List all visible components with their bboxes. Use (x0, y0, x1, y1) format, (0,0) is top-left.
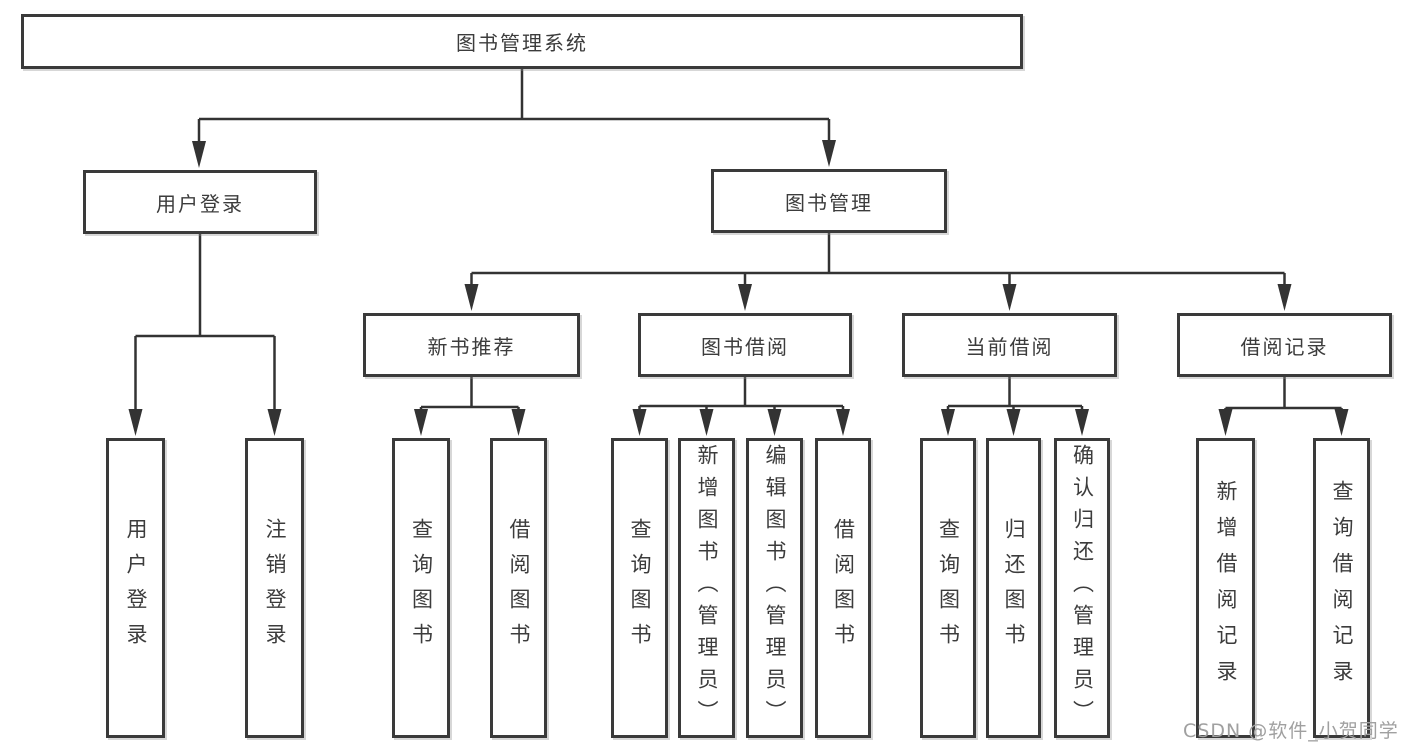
node-new-book-recommend: 新书推荐 (363, 313, 580, 377)
leaf-logout-label: 注销登录 (263, 518, 287, 658)
node-user-login-group-label: 用户登录 (156, 191, 244, 216)
leaf-current-return-book-label: 归还图书 (1002, 518, 1026, 658)
leaf-borrow-borrow-book: 借阅图书 (815, 438, 871, 738)
leaf-current-confirm-return-admin-label: 确认归还（管理员） (1070, 444, 1095, 732)
node-book-management-label: 图书管理 (785, 190, 873, 215)
node-book-management: 图书管理 (711, 169, 947, 233)
node-root-label: 图书管理系统 (456, 31, 588, 55)
node-user-login-group: 用户登录 (83, 170, 317, 234)
leaf-user-login-label: 用户登录 (124, 518, 148, 658)
leaf-records-query-record: 查询借阅记录 (1313, 438, 1370, 738)
leaf-records-query-record-label: 查询借阅记录 (1330, 480, 1354, 696)
leaf-logout: 注销登录 (245, 438, 304, 738)
leaf-current-query-book-label: 查询图书 (936, 518, 961, 658)
node-current-borrow-label: 当前借阅 (965, 334, 1054, 359)
leaf-borrow-add-book-admin: 新增图书（管理员） (678, 438, 735, 738)
leaf-current-confirm-return-admin: 确认归还（管理员） (1054, 438, 1110, 738)
leaf-records-add-record: 新增借阅记录 (1196, 438, 1255, 738)
node-root-library-management-system: 图书管理系统 (21, 14, 1023, 69)
leaf-borrow-edit-book-admin-label: 编辑图书（管理员） (763, 444, 787, 732)
leaf-current-return-book: 归还图书 (986, 438, 1041, 738)
node-current-borrow: 当前借阅 (902, 313, 1117, 377)
node-new-book-recommend-label: 新书推荐 (427, 334, 516, 359)
leaf-borrow-query-book: 查询图书 (611, 438, 668, 738)
node-borrow-records: 借阅记录 (1177, 313, 1392, 377)
leaf-borrow-query-book-label: 查询图书 (628, 518, 652, 658)
leaf-borrow-borrow-book-label: 借阅图书 (831, 518, 856, 658)
leaf-recommend-query-book: 查询图书 (392, 438, 450, 738)
node-borrow-records-label: 借阅记录 (1240, 334, 1329, 359)
leaf-current-query-book: 查询图书 (920, 438, 976, 738)
leaf-recommend-query-book-label: 查询图书 (409, 518, 434, 658)
node-book-borrow: 图书借阅 (638, 313, 852, 377)
csdn-watermark: CSDN @软件_小贺同学 (1183, 720, 1399, 742)
leaf-records-add-record-label: 新增借阅记录 (1214, 480, 1238, 696)
leaf-borrow-edit-book-admin: 编辑图书（管理员） (746, 438, 803, 738)
leaf-recommend-borrow-book-label: 借阅图书 (507, 518, 531, 658)
arrowheads (128, 140, 1349, 436)
node-book-borrow-label: 图书借阅 (701, 334, 789, 359)
leaf-borrow-add-book-admin-label: 新增图书（管理员） (695, 444, 719, 732)
leaf-user-login: 用户登录 (106, 438, 165, 738)
leaf-recommend-borrow-book: 借阅图书 (490, 438, 547, 738)
